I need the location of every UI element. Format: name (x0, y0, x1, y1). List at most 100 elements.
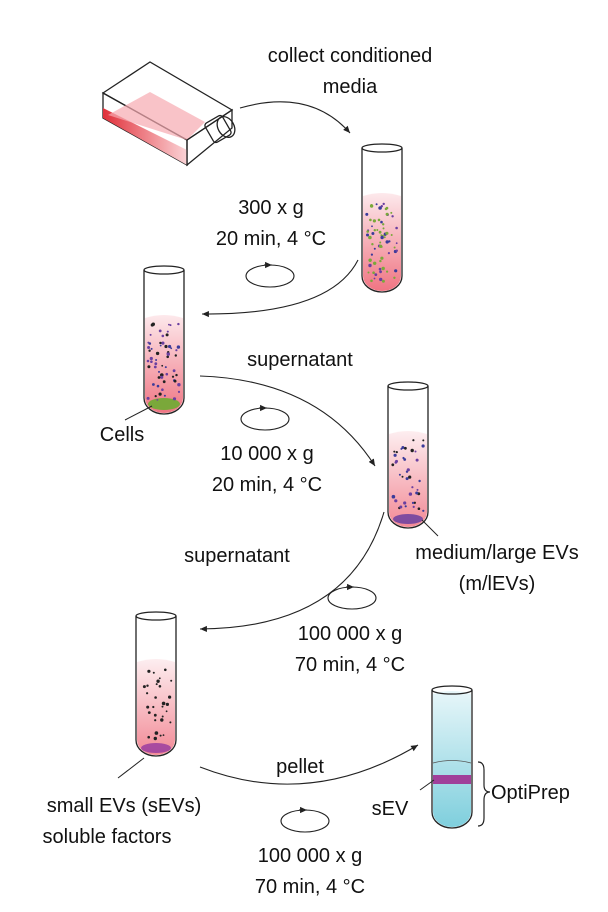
particle (174, 354, 177, 357)
particle (378, 230, 382, 234)
particle (166, 330, 169, 333)
step2-force: 10 000 x g (220, 443, 313, 465)
particle (155, 351, 160, 356)
particle (158, 329, 162, 333)
particle (160, 375, 164, 379)
particle (168, 344, 172, 349)
particle (159, 734, 162, 737)
particle (401, 475, 404, 478)
particle (372, 219, 376, 223)
particle (383, 236, 386, 239)
particle (412, 439, 415, 442)
particle (395, 459, 398, 463)
particle (384, 207, 388, 211)
particle (414, 450, 417, 453)
centrifuge-rotation-icon (245, 261, 295, 288)
mlev-leader (421, 519, 439, 537)
collect-label-line2: media (323, 76, 378, 98)
particle (146, 396, 150, 400)
sev-label-line2: soluble factors (43, 826, 172, 848)
particle (146, 692, 149, 695)
optiprep-bracket (477, 761, 491, 827)
test-tube-icon (135, 611, 177, 757)
particle (152, 705, 155, 709)
particle (150, 323, 154, 327)
particle (170, 679, 173, 682)
particle (177, 383, 181, 387)
particle (173, 379, 177, 383)
particle (161, 705, 164, 708)
particle (382, 227, 385, 230)
particle (370, 253, 373, 256)
centrifuge-rotation-icon (280, 806, 330, 833)
particle (366, 230, 370, 233)
particle (165, 372, 169, 376)
particle (405, 477, 409, 481)
particle (380, 256, 384, 260)
particle (411, 486, 414, 489)
particle (379, 270, 382, 274)
test-tube-icon (431, 685, 473, 829)
sev-band-label: sEV (372, 798, 409, 820)
particle (379, 277, 383, 282)
particle (382, 223, 385, 226)
collect-label-line1: collect conditioned (268, 45, 433, 67)
centrifuge-rotation-icon (327, 583, 377, 610)
particle (382, 202, 385, 206)
particle (149, 356, 153, 361)
particle (395, 242, 398, 245)
particle (153, 713, 157, 717)
particle (390, 234, 393, 236)
particle (152, 671, 155, 674)
particle (172, 369, 176, 373)
particle (373, 261, 377, 265)
particle (158, 392, 162, 396)
particle (147, 735, 150, 739)
particle (162, 380, 166, 384)
arrow-supernatant-1 (199, 375, 376, 467)
particle (161, 701, 166, 706)
particle (154, 395, 157, 398)
particle (146, 684, 149, 687)
particle (408, 492, 413, 496)
centrifuge-rotation-icon (240, 404, 290, 431)
particle (412, 505, 415, 508)
particle (146, 359, 150, 363)
particle (163, 394, 166, 397)
particle (161, 715, 164, 718)
particle (372, 271, 375, 275)
step3-force: 100 000 x g (298, 623, 403, 645)
step2-time: 20 min, 4 °C (212, 474, 322, 496)
particle (158, 677, 161, 680)
particle (377, 218, 381, 222)
particle (378, 244, 383, 248)
particle (157, 376, 161, 379)
particle (371, 225, 373, 228)
tube4-particles (142, 668, 173, 741)
particle (159, 344, 162, 347)
particle (379, 259, 382, 263)
tube2-particles (146, 322, 181, 401)
particle (400, 447, 403, 450)
test-tube-icon (361, 143, 403, 293)
sev-leader (117, 757, 145, 779)
step4-force: 100 000 x g (258, 845, 363, 867)
particle (380, 234, 383, 237)
particle (175, 373, 178, 377)
particle (153, 736, 157, 741)
particle (175, 349, 178, 352)
particle (148, 349, 151, 352)
particle (155, 683, 158, 686)
particle (177, 322, 180, 326)
particle (368, 235, 372, 240)
particle (147, 346, 151, 349)
particle (147, 669, 151, 673)
particle (393, 450, 396, 453)
arrow-supernatant-2 (199, 511, 385, 633)
particle (156, 399, 159, 401)
particle (153, 365, 157, 369)
particle (154, 696, 157, 699)
particle (165, 702, 169, 707)
particle (162, 734, 165, 736)
particle (142, 685, 146, 689)
